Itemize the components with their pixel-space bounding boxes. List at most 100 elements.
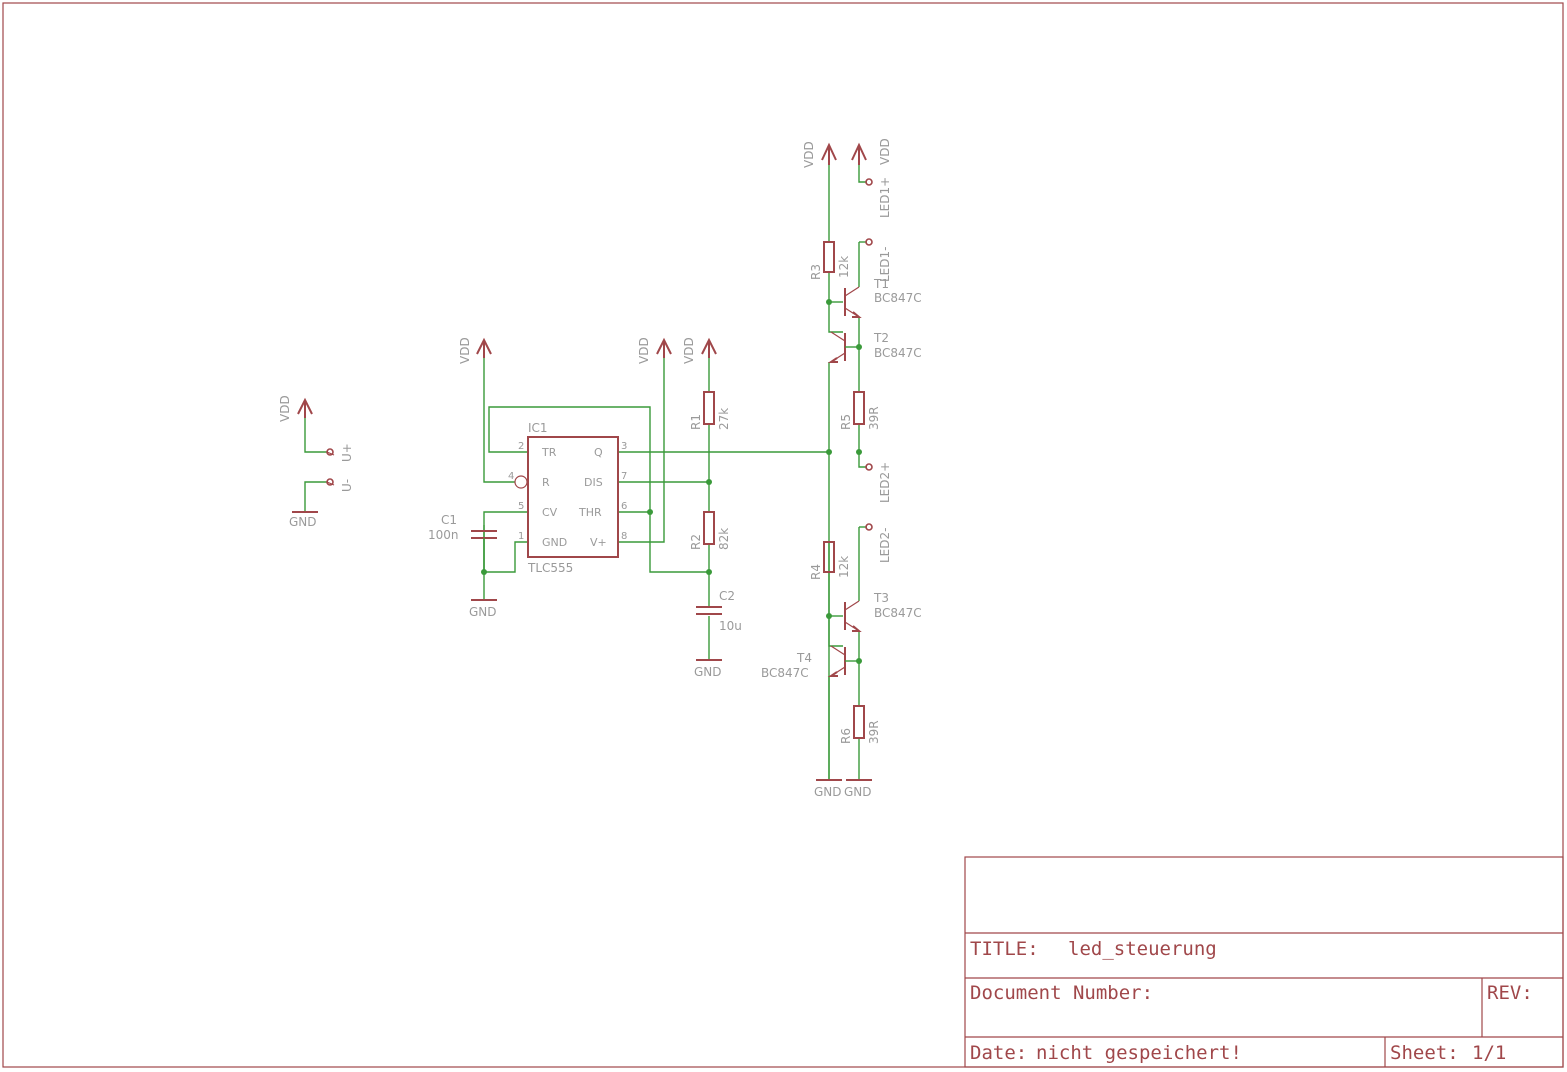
resistor-r4[interactable]: R4 12k: [809, 541, 851, 580]
t1-name: T1: [873, 277, 889, 291]
doc-number-label: Document Number:: [970, 982, 1153, 1004]
r6-name: R6: [839, 728, 853, 744]
r2-name: R2: [689, 534, 703, 550]
date-label: Date:: [970, 1042, 1027, 1064]
ic1-pin-name: V+: [590, 536, 607, 549]
ic1-name: IC1: [528, 421, 548, 435]
ic1-pin-number: 7: [621, 471, 627, 482]
ic1-pin-number: 3: [621, 441, 627, 452]
ic1-pin-number: 4: [508, 471, 514, 482]
t2-name: T2: [873, 331, 889, 345]
gnd-label: GND: [814, 785, 842, 799]
transistor-t3[interactable]: T3 BC847C: [844, 591, 922, 632]
r3-name: R3: [809, 264, 823, 280]
connector-led2-plus[interactable]: LED2+: [865, 462, 892, 503]
resistor-r1[interactable]: R1 27k: [689, 391, 731, 430]
resistor-r6[interactable]: R6 39R: [839, 705, 881, 744]
r1-value: 27k: [717, 408, 731, 430]
transistor-t2[interactable]: T2 BC847C: [827, 331, 922, 363]
c1-name: C1: [441, 513, 457, 527]
r2-value: 82k: [717, 528, 731, 550]
gnd-symbol: GND: [844, 779, 872, 799]
led2-minus-label: LED2-: [878, 528, 892, 563]
sheet-label: Sheet:: [1390, 1042, 1459, 1064]
ic1-pin-name: THR: [578, 506, 602, 519]
ic1-pin-number: 5: [518, 501, 524, 512]
title-value: led_steuerung: [1068, 938, 1217, 960]
vdd-label: VDD: [802, 141, 816, 168]
connector-u-plus[interactable]: U+: [326, 443, 354, 462]
connector-led1-minus[interactable]: LED1-: [865, 238, 892, 282]
ic1-pin-name: R: [542, 476, 550, 489]
ic1-pin-name: GND: [542, 536, 567, 549]
vdd-label: VDD: [878, 138, 892, 165]
gnd-label: GND: [844, 785, 872, 799]
transistor-t4[interactable]: T4 BC847C: [761, 645, 859, 680]
title-label: TITLE:: [970, 938, 1039, 960]
junction-dots: [481, 299, 862, 664]
gnd-symbol: GND: [694, 659, 722, 679]
ic1-tlc555[interactable]: IC1 TLC555 2 4 5 1 3 7 6 8 TR R CV GND Q…: [508, 421, 627, 575]
r6-value: 39R: [867, 720, 881, 744]
vdd-symbol: VDD: [637, 337, 672, 364]
gnd-label: GND: [469, 605, 497, 619]
vdd-label: VDD: [458, 337, 472, 364]
u-minus-label: U-: [340, 479, 354, 492]
ic1-pin-name: TR: [541, 446, 557, 459]
ic1-pin-number: 6: [621, 501, 627, 512]
gnd-label: GND: [694, 665, 722, 679]
vdd-symbol: VDD: [458, 337, 492, 364]
ic1-pin-number: 1: [518, 531, 524, 542]
date-value: nicht gespeichert!: [1036, 1042, 1242, 1064]
ic1-pin-number: 2: [518, 441, 524, 452]
resistor-r5[interactable]: R5 39R: [839, 391, 881, 430]
transistor-t1[interactable]: T1 BC847C: [844, 277, 922, 318]
t4-value: BC847C: [761, 666, 809, 680]
capacitor-c1[interactable]: C1 100n: [428, 513, 497, 572]
connector-led1-plus[interactable]: LED1+: [865, 177, 892, 218]
vdd-label: VDD: [682, 337, 696, 364]
led2-plus-label: LED2+: [878, 462, 892, 503]
ic1-value: TLC555: [527, 561, 573, 575]
gnd-symbol: GND: [814, 779, 842, 799]
r3-value: 12k: [837, 256, 851, 278]
c2-name: C2: [719, 589, 735, 603]
vdd-symbol: VDD: [682, 337, 717, 364]
led1-minus-label: LED1-: [878, 247, 892, 282]
r4-value: 12k: [837, 556, 851, 578]
r1-name: R1: [689, 414, 703, 430]
gnd-label: GND: [289, 515, 317, 529]
gnd-symbol: GND: [469, 599, 497, 619]
title-block: TITLE: led_steuerung Document Number: RE…: [964, 856, 1564, 1068]
wires: [304, 165, 867, 780]
resistor-r2[interactable]: R2 82k: [689, 511, 731, 550]
r5-name: R5: [839, 414, 853, 430]
ic1-pin-number: 8: [621, 531, 627, 542]
ic1-pin-name: DIS: [584, 476, 603, 489]
t2-value: BC847C: [874, 346, 922, 360]
resistor-r3[interactable]: R3 12k: [809, 241, 851, 280]
gnd-symbol: GND: [289, 511, 318, 529]
t1-value: BC847C: [874, 291, 922, 305]
t3-name: T3: [873, 591, 889, 605]
connector-u-minus[interactable]: U-: [326, 478, 354, 492]
t3-value: BC847C: [874, 606, 922, 620]
vdd-symbol: VDD: [802, 141, 837, 168]
connector-led2-minus[interactable]: LED2-: [865, 523, 892, 563]
r5-value: 39R: [867, 406, 881, 430]
vdd-symbol: VDD: [278, 395, 313, 422]
sheet-value: 1/1: [1472, 1042, 1506, 1064]
ic1-pin-name: CV: [542, 506, 558, 519]
led1-plus-label: LED1+: [878, 177, 892, 218]
c1-value: 100n: [428, 528, 459, 542]
rev-label: REV:: [1487, 982, 1533, 1004]
vdd-label: VDD: [637, 337, 651, 364]
vdd-label: VDD: [278, 395, 292, 422]
capacitor-c2[interactable]: C2 10u: [696, 589, 742, 633]
vdd-symbol: VDD: [851, 138, 892, 165]
c2-value: 10u: [719, 619, 742, 633]
u-plus-label: U+: [340, 443, 354, 462]
t4-name: T4: [796, 651, 812, 665]
